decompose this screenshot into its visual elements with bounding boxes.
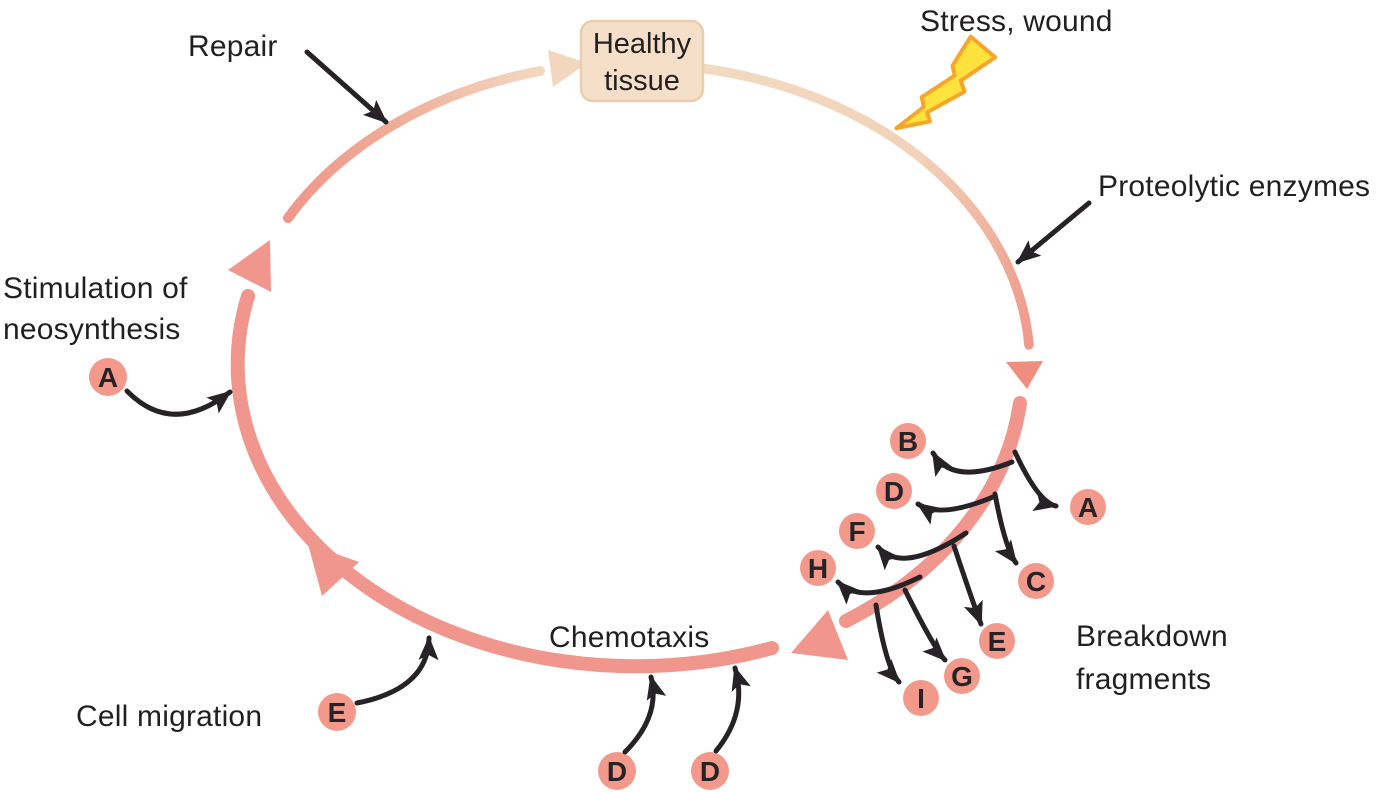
breakdown-fragments-label-line1: Breakdown (1076, 620, 1228, 653)
arrow-proteolytic-pointer (1015, 200, 1092, 265)
bubble-fragment-H: H (800, 550, 836, 586)
bubble-letter: E (988, 626, 1007, 657)
stress-wound-label: Stress, wound (920, 5, 1113, 38)
cycle-arrowhead-healthy-tissue (548, 50, 587, 87)
chemotaxis-label: Chemotaxis (549, 621, 709, 654)
arrow-to-fragment-G (902, 587, 948, 663)
stage-labels: Repair Stress, wound Proteolytic enzymes… (3, 5, 1370, 733)
cycle-arrowhead-neosynthesis (228, 240, 271, 292)
breakdown-fragments-label-line2: fragments (1076, 663, 1211, 696)
repair-label: Repair (188, 30, 278, 63)
bubble-letter: D (884, 476, 904, 507)
bubble-chemotaxis-D1: D (598, 752, 636, 790)
cycle-arrowhead-proteolysis (1006, 361, 1043, 389)
bubble-fragment-I: I (903, 680, 939, 716)
arrow-cell-migration-E (354, 635, 439, 706)
cycle-arc-top-right (695, 63, 1034, 350)
arrow-to-fragment-F (875, 530, 969, 571)
bubble-fragment-G: G (944, 658, 980, 694)
bubble-fragment-A: A (1070, 489, 1106, 525)
bubble-letter: G (951, 661, 973, 692)
cycle-arrowhead-bottom (791, 610, 848, 660)
stimulation-label-line2: neosynthesis (3, 313, 181, 346)
bubble-letter: A (1078, 492, 1098, 523)
bubble-letter: H (808, 553, 828, 584)
cycle-arc-right-bottom (839, 396, 1027, 628)
arrow-stimulation-A (124, 388, 233, 417)
arrow-to-fragment-H (835, 574, 923, 605)
bubble-fragment-D: D (876, 473, 912, 509)
arrow-chemotaxis-D2 (713, 665, 751, 754)
arrow-repair-pointer (304, 49, 389, 125)
proteolytic-enzymes-label: Proteolytic enzymes (1098, 170, 1370, 203)
arrow-chemotaxis-D1 (622, 674, 667, 755)
arrow-to-fragment-A (1012, 449, 1059, 511)
cycle-arc-bottom-left (230, 289, 779, 674)
bubble-letter: D (700, 756, 720, 787)
cell-migration-label: Cell migration (76, 700, 262, 733)
arrow-to-fragment-B (930, 450, 1015, 478)
healthy-tissue-box: Healthy tissue (579, 19, 705, 103)
bubble-fragment-B: B (890, 423, 926, 459)
lightning-bolt-icon (894, 34, 998, 131)
bubble-letter: A (98, 362, 118, 393)
bubble-fragment-C: C (1018, 563, 1054, 599)
bubble-letter: F (848, 516, 865, 547)
bubble-letter: B (898, 426, 918, 457)
arrow-to-fragment-C (992, 491, 1019, 566)
black-arrows (124, 49, 1092, 755)
bubbles: A E D D B D F H (89, 358, 1106, 790)
bubble-fragment-F: F (839, 513, 875, 549)
bubble-letter: C (1026, 566, 1046, 597)
bubble-fragment-E: E (979, 623, 1015, 659)
cycle-arc-top-left (283, 66, 545, 223)
stimulation-label-line1: Stimulation of (3, 272, 188, 305)
arrow-to-fragment-I (873, 602, 902, 685)
cycle-arrowhead-left-mid (308, 544, 359, 596)
bubble-letter: I (917, 683, 925, 714)
arrow-to-fragment-E (951, 543, 984, 627)
bubble-chemotaxis-D2: D (691, 752, 729, 790)
arrow-to-fragment-D (915, 494, 996, 525)
bubble-letter: D (607, 756, 627, 787)
bubble-cell-migration-E: E (318, 693, 356, 731)
bubble-letter: E (328, 697, 347, 728)
cycle-arc (228, 50, 1043, 674)
healthy-tissue-label-line1: Healthy (593, 28, 692, 60)
healthy-tissue-label-line2: tissue (604, 65, 680, 97)
bubble-stimulation-A: A (89, 358, 127, 396)
